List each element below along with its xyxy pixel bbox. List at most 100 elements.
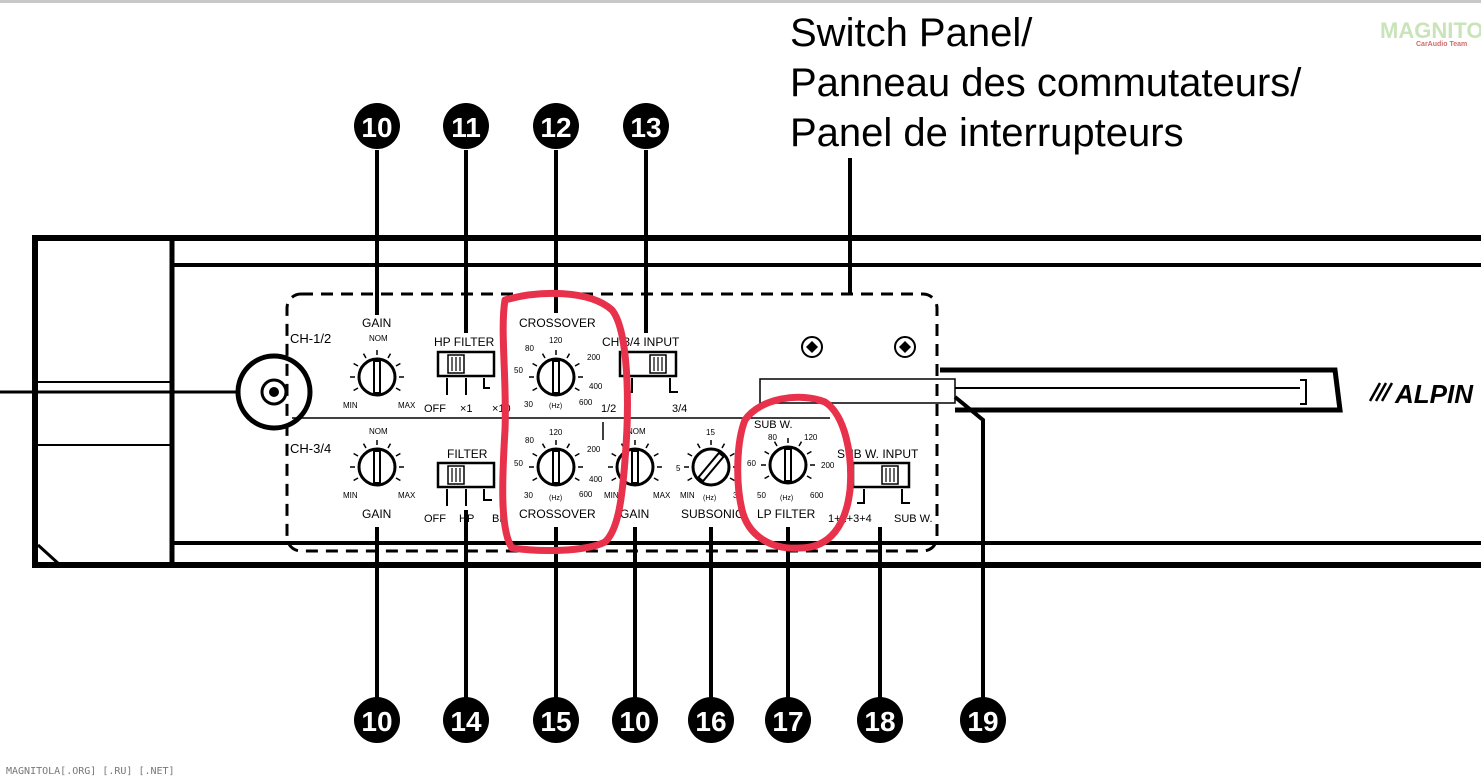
xo-top-30: 30 [524, 400, 533, 409]
input-12: 1/2 [601, 403, 616, 415]
callout-17: 17 [765, 697, 811, 743]
hp-x1: ×1 [460, 403, 473, 415]
xo-bot-50: 50 [514, 459, 523, 468]
brand-stripes [1368, 382, 1394, 402]
sub-5: 5 [676, 464, 681, 473]
lp-80: 80 [768, 433, 777, 442]
svg-text:16: 16 [695, 706, 726, 737]
crossover-top-label: CROSSOVER [519, 316, 596, 330]
crossover-bottom-label: CROSSOVER [519, 507, 596, 521]
svg-text:10: 10 [361, 112, 392, 143]
svg-text:13: 13 [630, 112, 661, 143]
crossover-knob-ch34[interactable] [528, 439, 584, 487]
filter-label: FILTER [447, 447, 488, 461]
gain-knob-sub[interactable] [607, 439, 663, 487]
power-led-bar [759, 367, 1343, 413]
gain-sub-label: GAIN [620, 507, 649, 521]
gain-top-label: GAIN [362, 316, 391, 330]
svg-text:19: 19 [967, 706, 998, 737]
gain-sub-min: MIN [604, 491, 619, 500]
lp-60: 60 [747, 459, 756, 468]
xo-bot-600: 600 [579, 490, 593, 499]
subw-input-switch[interactable] [851, 461, 911, 504]
gain-knob-ch34[interactable] [349, 439, 405, 487]
xo-top-600: 600 [579, 398, 593, 407]
svg-text:10: 10 [361, 706, 392, 737]
gain-top-nom: NOM [369, 334, 388, 343]
filter-switch[interactable] [436, 461, 496, 506]
svg-text:12: 12 [540, 112, 571, 143]
gain-top-min: MIN [343, 401, 358, 410]
gain-bottom-label: GAIN [362, 507, 391, 521]
xo-bot-120: 120 [549, 428, 563, 437]
lp-600: 600 [810, 491, 824, 500]
svg-text:17: 17 [772, 706, 803, 737]
watermark-sub: CarAudio Team [1416, 41, 1468, 48]
title-line-2: Panneau des commutateurs/ [790, 61, 1302, 105]
lp-filter-label: LP FILTER [757, 507, 816, 521]
filter-off: OFF [424, 513, 446, 525]
ch34-label: CH-3/4 [290, 441, 331, 456]
switch-panel-outline [285, 292, 939, 553]
top-border [0, 0, 1481, 3]
svg-text:14: 14 [450, 706, 482, 737]
lp-50: 50 [757, 491, 766, 500]
input-34: 3/4 [672, 403, 687, 415]
screw-left [801, 336, 823, 358]
watermark-logo: MAGNITOLA [1380, 18, 1481, 43]
xo-top-50: 50 [514, 366, 523, 375]
lp-hz: (Hz) [780, 495, 793, 502]
xo-top-120: 120 [549, 336, 563, 345]
xo-top-400: 400 [589, 382, 603, 391]
gain-bottom-max: MAX [398, 491, 416, 500]
footer-watermark: MAGNITOLA[.ORG] [.RU] [.NET] [6, 766, 175, 777]
callout-14: 14 [443, 697, 489, 743]
xo-bot-30: 30 [524, 491, 533, 500]
lp-200: 200 [821, 461, 835, 470]
callout-13: 13 [623, 103, 669, 149]
gain-knob-ch12[interactable] [349, 349, 405, 397]
sub-hz: (Hz) [703, 495, 716, 502]
hp-filter-label: HP FILTER [434, 335, 495, 349]
title-line-1: Switch Panel/ [790, 11, 1033, 55]
crossover-knob-ch12[interactable] [528, 349, 584, 397]
callout-16: 16 [688, 697, 734, 743]
xo-bot-hz: (Hz) [549, 495, 562, 502]
xo-top-hz: (Hz) [549, 403, 562, 410]
subw-label: SUB W. [754, 419, 793, 431]
svg-text:10: 10 [619, 706, 650, 737]
ch34-input-switch[interactable] [618, 350, 678, 393]
ch34-input-label: CH-3/4 INPUT [602, 335, 680, 349]
lp-120: 120 [804, 433, 818, 442]
leader-lines [375, 150, 985, 700]
sub-15: 15 [706, 428, 715, 437]
xo-top-80: 80 [525, 344, 534, 353]
callout-10-bottom-left: 10 [354, 697, 400, 743]
svg-text:11: 11 [451, 112, 481, 143]
subw-in-1234: 1+2+3+4 [828, 513, 872, 525]
xo-bot-80: 80 [525, 436, 534, 445]
subw-input-label: SUB W. INPUT [837, 447, 919, 461]
gain-top-max: MAX [398, 401, 416, 410]
subsonic-label: SUBSONIC [681, 507, 744, 521]
svg-text:15: 15 [540, 706, 571, 737]
hp-filter-switch[interactable] [436, 350, 496, 395]
callout-15: 15 [533, 697, 579, 743]
title-line-3: Panel de interrupteurs [790, 111, 1184, 155]
ch12-label: CH-1/2 [290, 331, 331, 346]
callout-10-top: 10 [354, 103, 400, 149]
gain-sub-max: MAX [653, 491, 671, 500]
gain-sub-nom: NOM [627, 427, 646, 436]
callout-19: 19 [960, 697, 1006, 743]
callout-12: 12 [533, 103, 579, 149]
xo-bot-400: 400 [589, 475, 603, 484]
svg-text:18: 18 [864, 706, 895, 737]
lp-filter-knob[interactable] [760, 437, 816, 485]
screw-right [894, 336, 916, 358]
callout-10-bottom-sub: 10 [612, 697, 658, 743]
callout-18: 18 [857, 697, 903, 743]
subsonic-knob[interactable] [683, 439, 739, 487]
xo-top-200: 200 [587, 353, 601, 362]
callout-11: 11 [443, 103, 489, 149]
